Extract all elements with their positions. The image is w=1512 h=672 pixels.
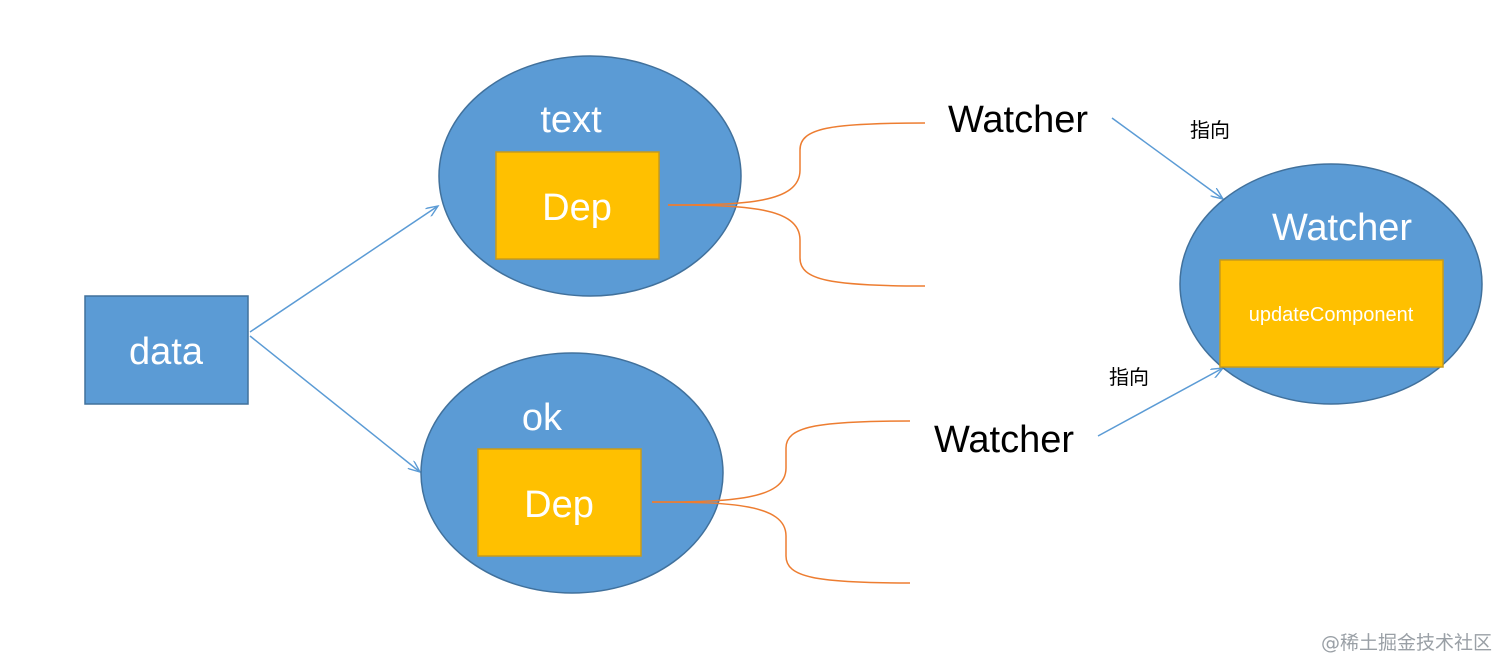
watcher-bottom-label: Watcher xyxy=(934,419,1074,461)
pointer-bottom-label: 指向 xyxy=(1109,365,1149,389)
ok-dep-bracket-upper xyxy=(651,420,911,503)
arrow-watcher-top-to-main xyxy=(1111,117,1223,199)
data-box xyxy=(84,295,249,405)
watcher-top-label: Watcher xyxy=(948,99,1088,141)
text-dep-bracket-lower xyxy=(667,204,926,287)
ok-property-node: ok Dep xyxy=(420,352,724,594)
arrow-data-to-ok xyxy=(249,335,420,472)
ok-property-label: ok xyxy=(522,397,563,439)
arrow-watcher-bottom-to-main xyxy=(1097,368,1223,437)
pointer-top-label: 指向 xyxy=(1190,118,1230,142)
data-node: data xyxy=(84,295,249,405)
ok-dep-label: Dep xyxy=(524,484,594,526)
ok-dep-box xyxy=(477,448,642,557)
text-dep-label: Dep xyxy=(542,187,612,229)
text-dep-box xyxy=(495,151,660,260)
update-component-label: updateComponent xyxy=(1249,304,1414,326)
text-dep-bracket-upper xyxy=(667,122,926,206)
ok-dep-bracket-lower xyxy=(651,501,911,584)
text-property-label: text xyxy=(540,99,602,141)
main-watcher-node: Watcher updateComponent xyxy=(1179,163,1483,405)
arrow-data-to-text xyxy=(249,206,438,333)
update-component-box xyxy=(1219,259,1444,368)
main-watcher-label: Watcher xyxy=(1272,207,1412,249)
data-label: data xyxy=(129,331,204,373)
text-property-node: text Dep xyxy=(438,55,742,297)
watermark-text: @稀土掘金技术社区 xyxy=(1321,632,1492,654)
